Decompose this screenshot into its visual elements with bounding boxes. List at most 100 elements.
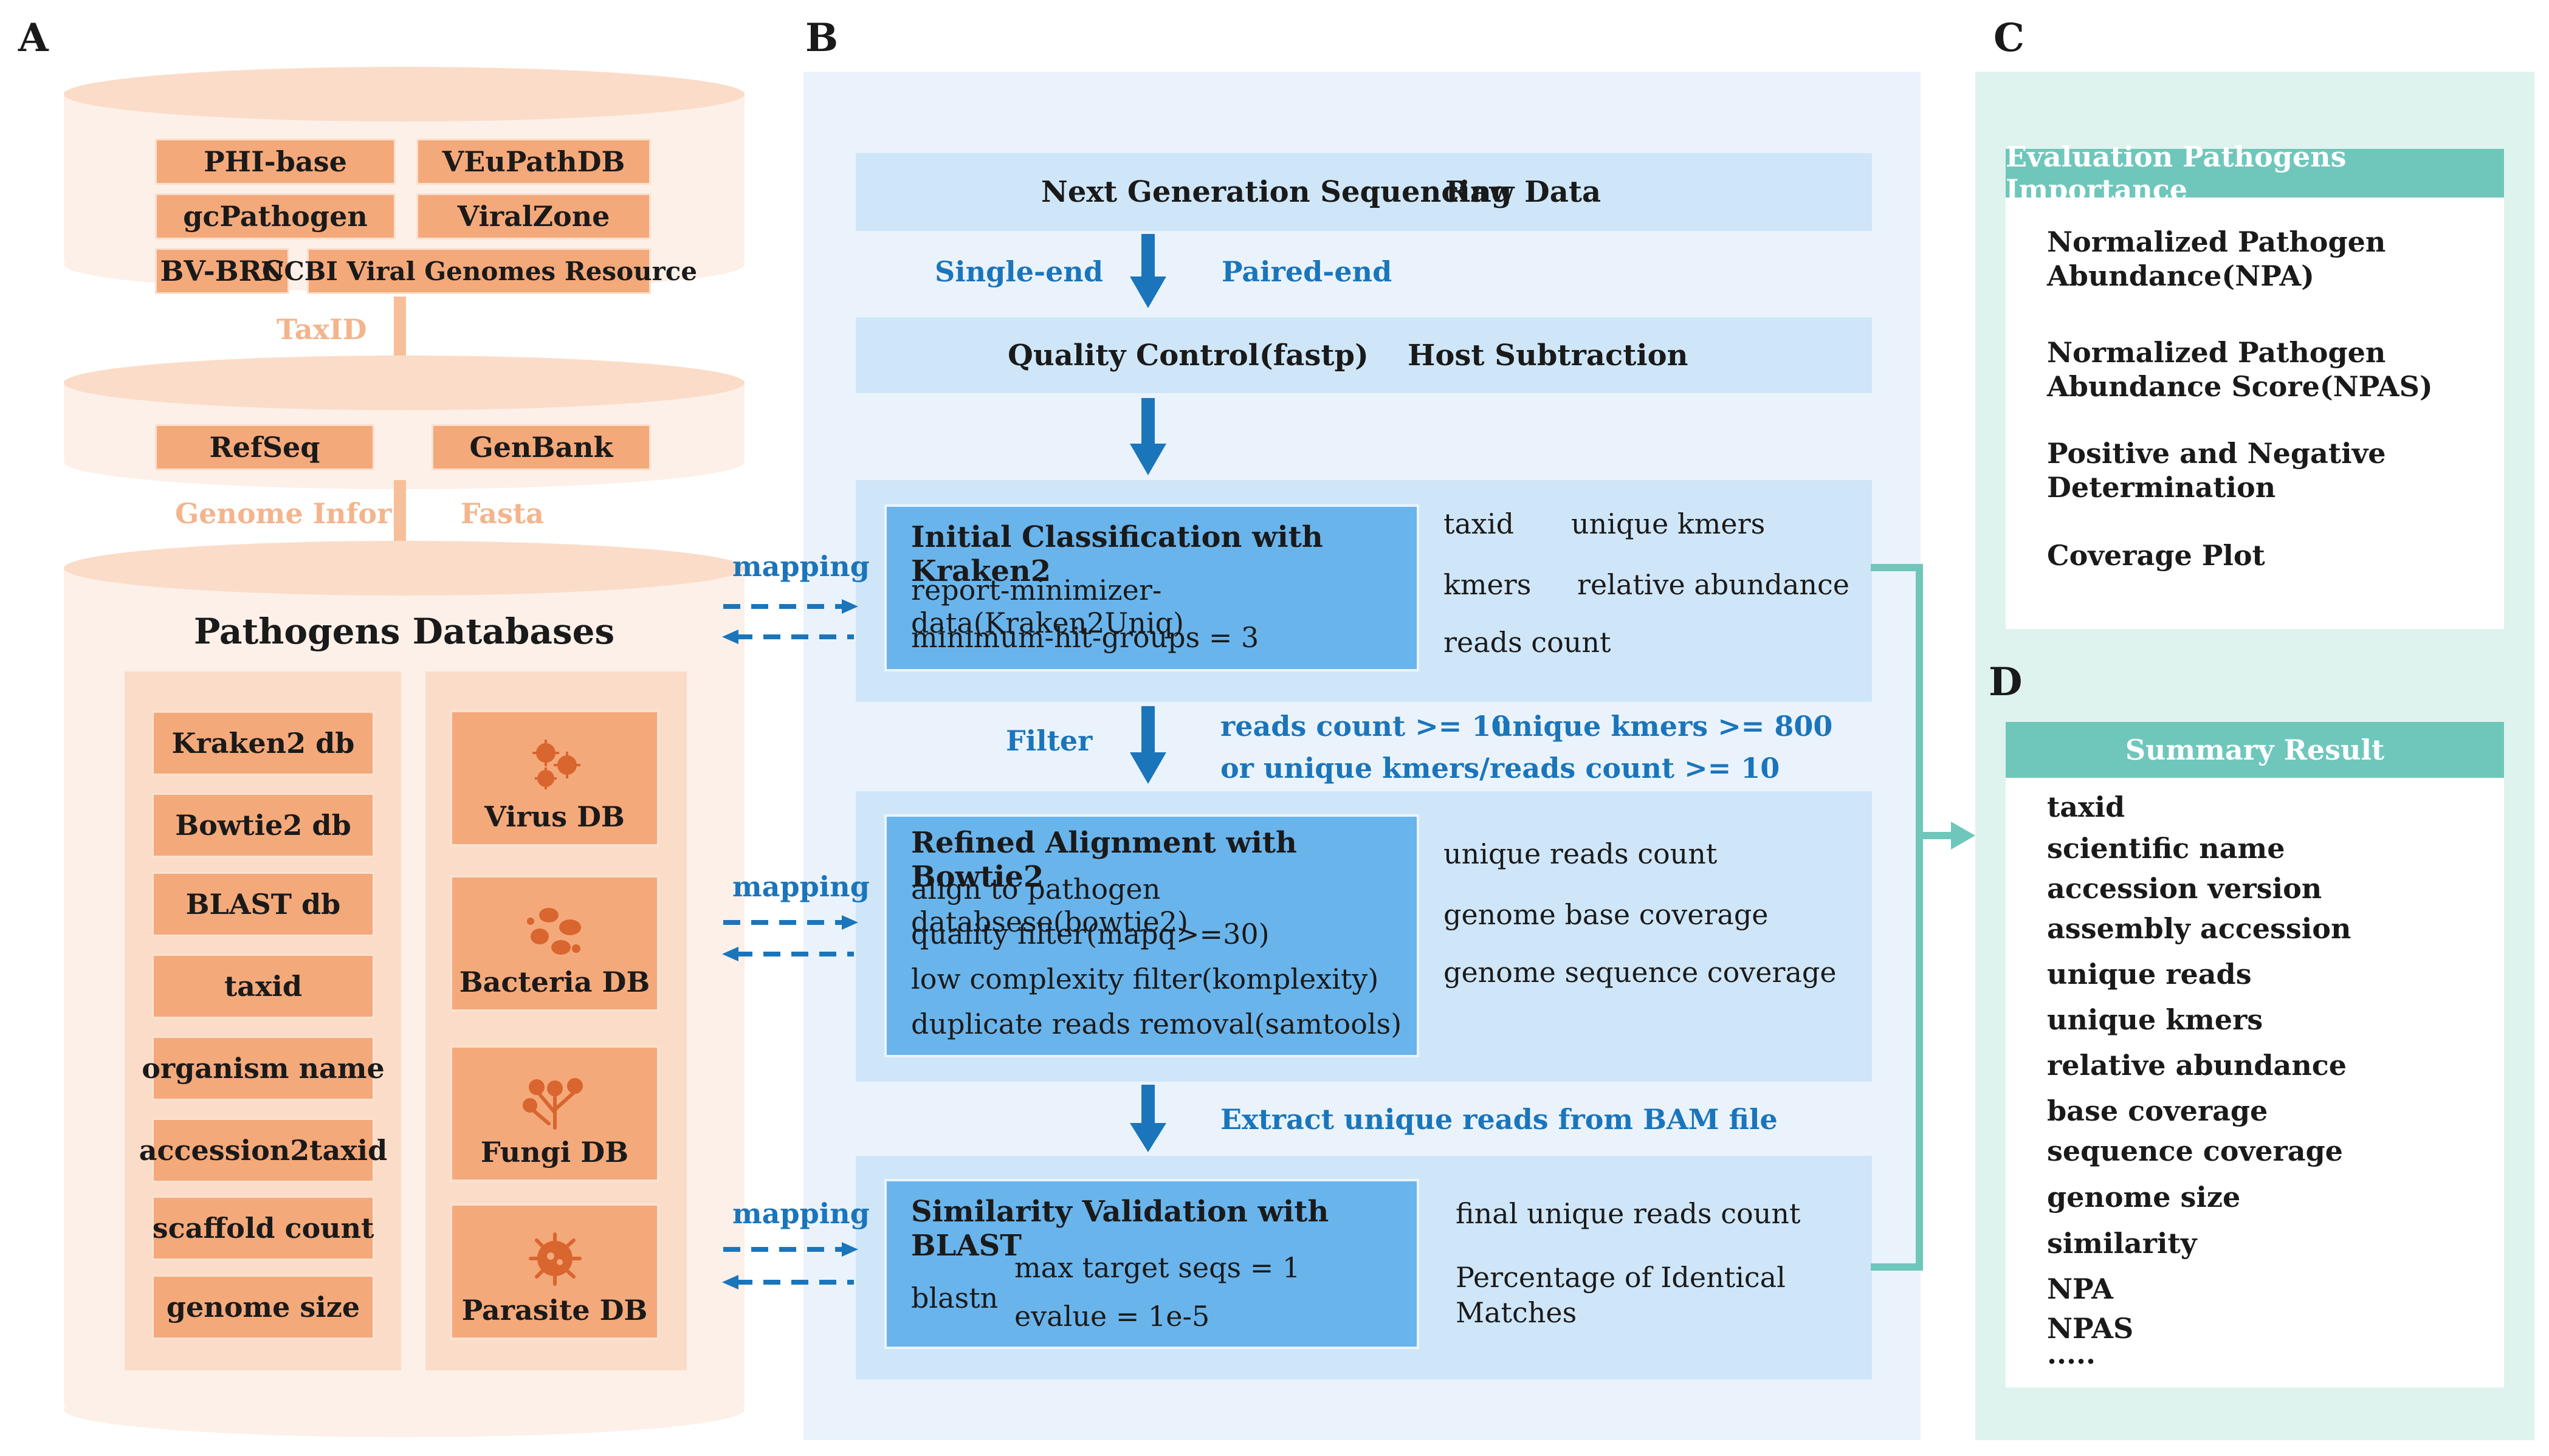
db-accession2taxid: accession2taxid (139, 1118, 387, 1183)
source-cylinder-top (64, 67, 745, 122)
summary-relative-abundance: relative abundance (2047, 1049, 2347, 1082)
eval-posneg-line-2: Determination (2047, 471, 2276, 504)
kraken-out-taxid: taxid (1443, 507, 1515, 540)
filter-reads-count: reads count >= 10 (1220, 710, 1511, 743)
mapping-arrows-kraken (722, 599, 858, 644)
bowtie-out-unique-reads: unique reads count (1443, 837, 1718, 870)
bacteria-db-card: Bacteria DB (450, 875, 659, 1012)
summary-assembly-accession: assembly accession (2047, 912, 2351, 945)
paired-end-label: Paired-end (1222, 255, 1392, 288)
db-taxid: taxid (152, 954, 374, 1018)
panel-label-a: A (18, 15, 49, 61)
taxid-arrow-shaft (394, 297, 406, 369)
qc-label: Quality Control(fastp) (1008, 338, 1369, 373)
source-bv-brc: BV-BRC (155, 248, 289, 294)
db-kraken2: Kraken2 db (152, 711, 374, 775)
kraken-box: Initial Classification with Kraken2 repo… (884, 504, 1419, 671)
blast-box: Similarity Validation with BLAST blastn … (884, 1179, 1419, 1349)
fungi-db-card: Fungi DB (450, 1045, 659, 1182)
eval-npas-line-2: Abundance Score(NPAS) (2047, 370, 2433, 403)
summary-unique-kmers: unique kmers (2047, 1003, 2263, 1036)
arrow-to-qc (1130, 276, 1166, 308)
bacteria-db-label: Bacteria DB (459, 966, 650, 998)
qc-bar: Quality Control(fastp) Host Subtraction (856, 317, 1872, 393)
bowtie-out-sequence-coverage: genome sequence coverage (1443, 956, 1837, 989)
summary-taxid: taxid (2047, 791, 2125, 823)
panel-label-b: B (805, 15, 839, 61)
kraken-line-2: minimum-hit-groups = 3 (911, 621, 1259, 654)
virus-db-label: Virus DB (484, 800, 625, 833)
summary-scientific-name: scientific name (2047, 832, 2285, 865)
fungi-icon (522, 1078, 583, 1130)
filter-label: Filter (1006, 724, 1093, 757)
source-veupathdb: VEuPathDB (416, 139, 651, 185)
panel-label-c: C (1993, 15, 2024, 61)
db-index-column (125, 671, 401, 1370)
parasite-db-card: Parasite DB (450, 1203, 659, 1340)
summary-more: ..... (2047, 1338, 2096, 1370)
parasite-icon (528, 1232, 582, 1286)
summary-similarity: similarity (2047, 1227, 2197, 1260)
fasta-label: Fasta (461, 497, 544, 530)
blast-out-percent-identical: Percentage of Identical (1456, 1261, 1786, 1294)
mapping-arrows-blast (722, 1242, 858, 1289)
kraken-out-kmers: kmers (1443, 568, 1532, 601)
host-subtraction-label: Host Subtraction (1408, 338, 1688, 373)
summary-npas: NPAS (2047, 1312, 2134, 1345)
db-genome-size: genome size (152, 1275, 374, 1339)
genome-infor-label: Genome Infor (175, 497, 392, 530)
summary-npa: NPA (2047, 1272, 2113, 1305)
mapping-label-kraken: mapping (732, 550, 870, 583)
blast-param-2: evalue = 1e-5 (1014, 1300, 1210, 1333)
kraken-out-relative-abundance: relative abundance (1577, 568, 1849, 601)
summary-accession-version: accession version (2047, 872, 2322, 905)
arrow-to-kraken (1130, 444, 1166, 475)
source-gcpathogen: gcPathogen (155, 193, 396, 239)
kraken-title: Initial Classification with Kraken2 (911, 520, 1323, 588)
mapping-arrows-bowtie (722, 915, 858, 961)
raw-data-label: Raw Data (1445, 175, 1601, 209)
bacteria-icon (526, 908, 581, 955)
bowtie-line-3: low complexity filter(komplexity) (911, 963, 1379, 995)
summary-sequence-coverage: sequence coverage (2047, 1135, 2343, 1167)
ref-refseq: RefSeq (155, 424, 374, 470)
virus-db-card: Virus DB (450, 710, 659, 846)
kraken-out-reads-count: reads count (1443, 626, 1611, 659)
bowtie-box: Refined Alignment with Bowtie2 align to … (884, 814, 1419, 1057)
blast-out-final-reads: final unique reads count (1456, 1197, 1801, 1230)
db-organism-name: organism name (142, 1036, 385, 1101)
filter-ratio: or unique kmers/reads count >= 10 (1220, 752, 1780, 785)
db-blast: BLAST db (152, 872, 374, 936)
bowtie-title: Refined Alignment with Bowtie2 (911, 826, 1297, 894)
eval-posneg-line-1: Positive and Negative (2047, 437, 2386, 470)
extract-label: Extract unique reads from BAM file (1220, 1103, 1778, 1136)
fungi-db-label: Fungi DB (480, 1136, 629, 1169)
evaluation-card (2006, 149, 2504, 629)
virus-icon (532, 740, 580, 789)
db-bowtie2: Bowtie2 db (152, 793, 374, 857)
arrow-to-blast (1130, 1123, 1166, 1152)
mapping-label-bowtie: mapping (732, 870, 870, 903)
eval-coverage-plot: Coverage Plot (2047, 539, 2265, 572)
results-connector (1871, 564, 1975, 1271)
source-phi-base: PHI-base (155, 139, 396, 185)
blast-title: Similarity Validation with BLAST (911, 1195, 1329, 1263)
pathogens-databases-title: Pathogens Databases (193, 611, 615, 652)
db-scaffold-count: scaffold count (152, 1196, 374, 1260)
kraken-out-unique-kmers: unique kmers (1571, 507, 1766, 540)
summary-header: Summary Result (2006, 722, 2504, 778)
summary-unique-reads: unique reads (2047, 958, 2252, 991)
source-viralzone: ViralZone (416, 193, 651, 239)
eval-npa-line-1: Normalized Pathogen (2047, 225, 2386, 258)
bowtie-out-base-coverage: genome base coverage (1443, 898, 1769, 931)
blast-out-matches: Matches (1456, 1296, 1577, 1329)
summary-base-coverage: base coverage (2047, 1094, 2268, 1127)
genome-arrow-shaft (394, 480, 406, 553)
panel-label-d: D (1989, 659, 2023, 705)
bowtie-line-4: duplicate reads removal(samtools) (911, 1008, 1402, 1040)
filter-unique-kmers: unique kmers >= 800 (1492, 710, 1833, 743)
taxid-label: TaxID (277, 313, 367, 346)
summary-genome-size: genome size (2047, 1181, 2241, 1214)
single-end-label: Single-end (935, 255, 1104, 288)
blast-program: blastn (911, 1282, 999, 1314)
